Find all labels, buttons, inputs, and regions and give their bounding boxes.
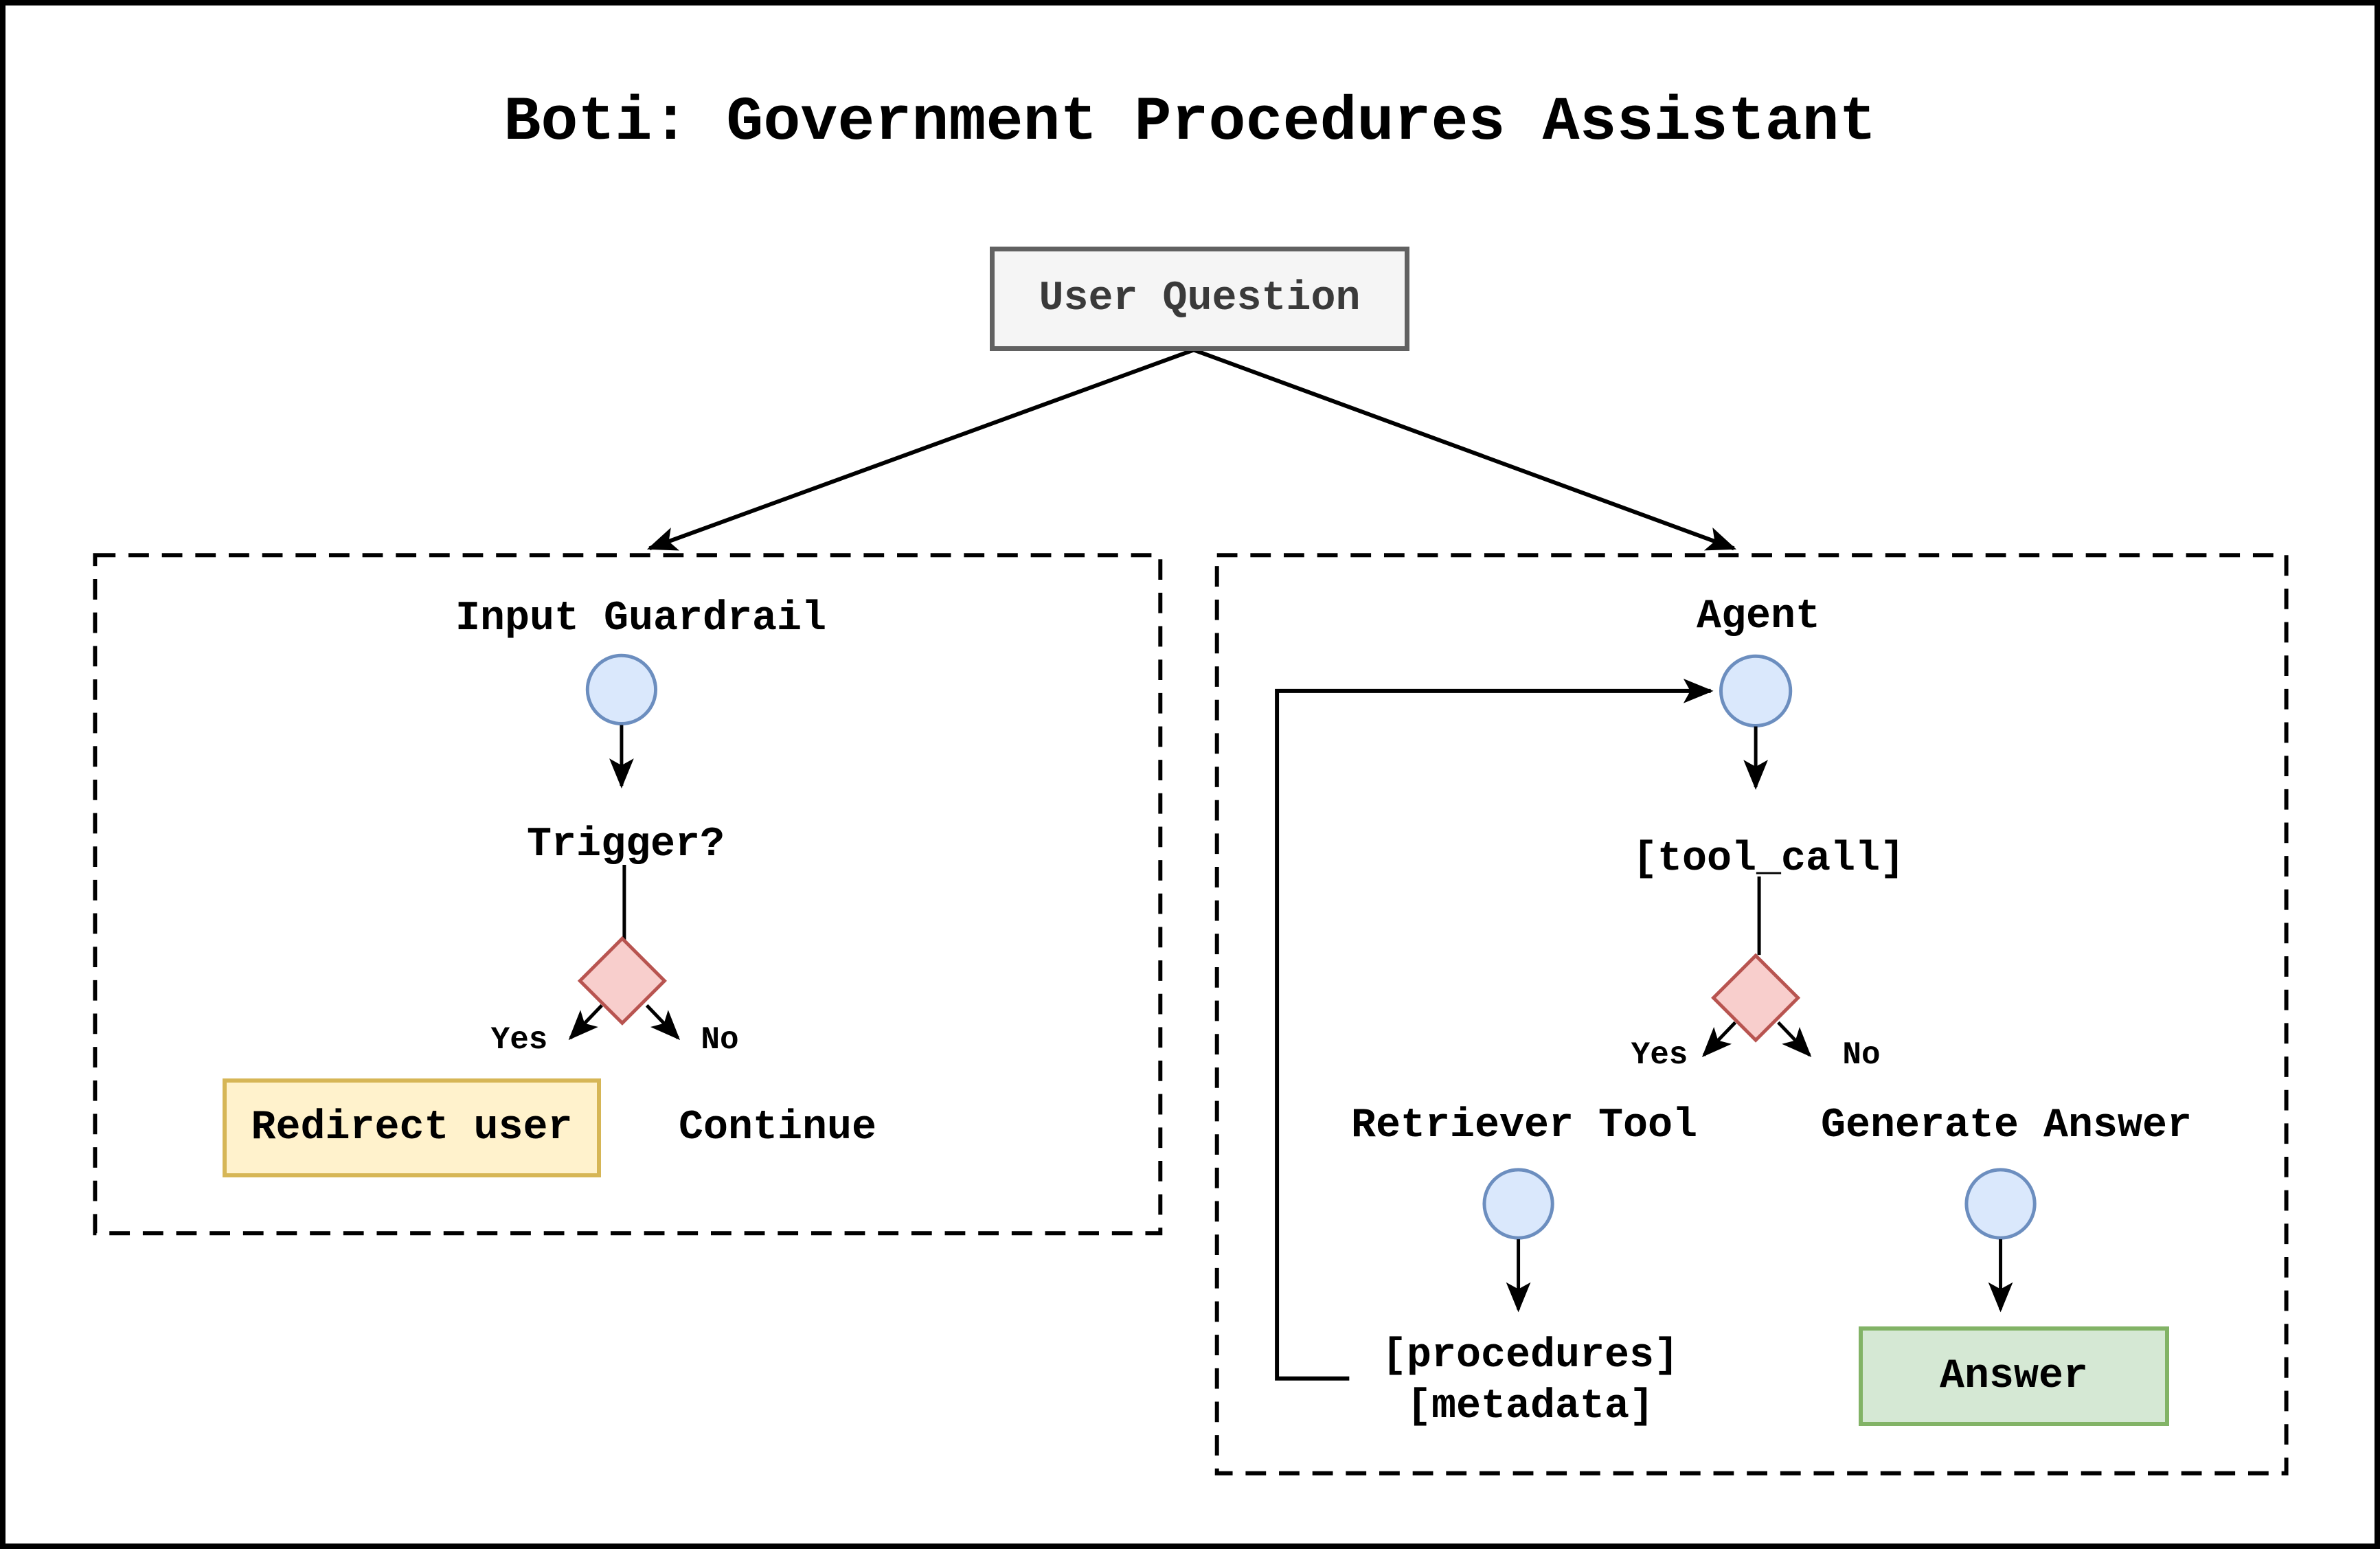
continue-label: Continue: [678, 1105, 877, 1151]
redirect-user-label: Redirect user: [251, 1105, 573, 1151]
agent-yes-label: Yes: [1631, 1037, 1688, 1073]
guardrail-panel-border: [93, 553, 1163, 1236]
edge-agent-yes: [1701, 1021, 1737, 1057]
guardrail-no-label: No: [701, 1022, 739, 1058]
retriever-outputs: [procedures] [metadata]: [1382, 1331, 1679, 1432]
answer-label: Answer: [1939, 1353, 2089, 1400]
user-question-label: User Question: [1039, 275, 1361, 322]
agent-panel-title: Agent: [1696, 593, 1821, 640]
generate-answer-title: Generate Answer: [1820, 1103, 2192, 1149]
guardrail-decision-diamond: [577, 936, 667, 1026]
user-question-box: User Question: [990, 247, 1409, 351]
tool-call-label: [tool_call]: [1632, 836, 1905, 883]
retriever-tool-title: Retriever Tool: [1350, 1103, 1698, 1149]
metadata-label: [metadata]: [1406, 1383, 1655, 1430]
agent-decision-diamond: [1711, 953, 1801, 1043]
generate-answer-state: [1964, 1168, 2037, 1240]
edge-retriever-loop-to-agent: [1275, 678, 1714, 1381]
agent-panel-border: [1214, 553, 2289, 1475]
answer-box: Answer: [1859, 1326, 2169, 1426]
guardrail-panel-title: Input Guardrail: [455, 596, 827, 642]
edge-guardrail-no: [645, 1004, 681, 1041]
page-title: Boti: Government Procedures Assistant: [503, 88, 1877, 158]
agent-state: [1719, 654, 1793, 727]
edge-user-question-to-guardrail: [646, 348, 1194, 551]
guardrail-yes-label: Yes: [490, 1022, 548, 1058]
edge-guardrail-yes: [568, 1004, 603, 1041]
connector-layer: [93, 348, 2289, 1475]
agent-no-label: No: [1842, 1037, 1881, 1073]
trigger-question-label: Trigger?: [526, 822, 725, 868]
redirect-user-box: Redirect user: [223, 1078, 601, 1177]
retriever-state: [1482, 1168, 1554, 1240]
edge-user-question-to-agent: [1192, 348, 1737, 551]
edge-agent-no: [1777, 1021, 1812, 1057]
guardrail-start-state: [585, 653, 658, 726]
procedures-label: [procedures]: [1381, 1333, 1679, 1379]
